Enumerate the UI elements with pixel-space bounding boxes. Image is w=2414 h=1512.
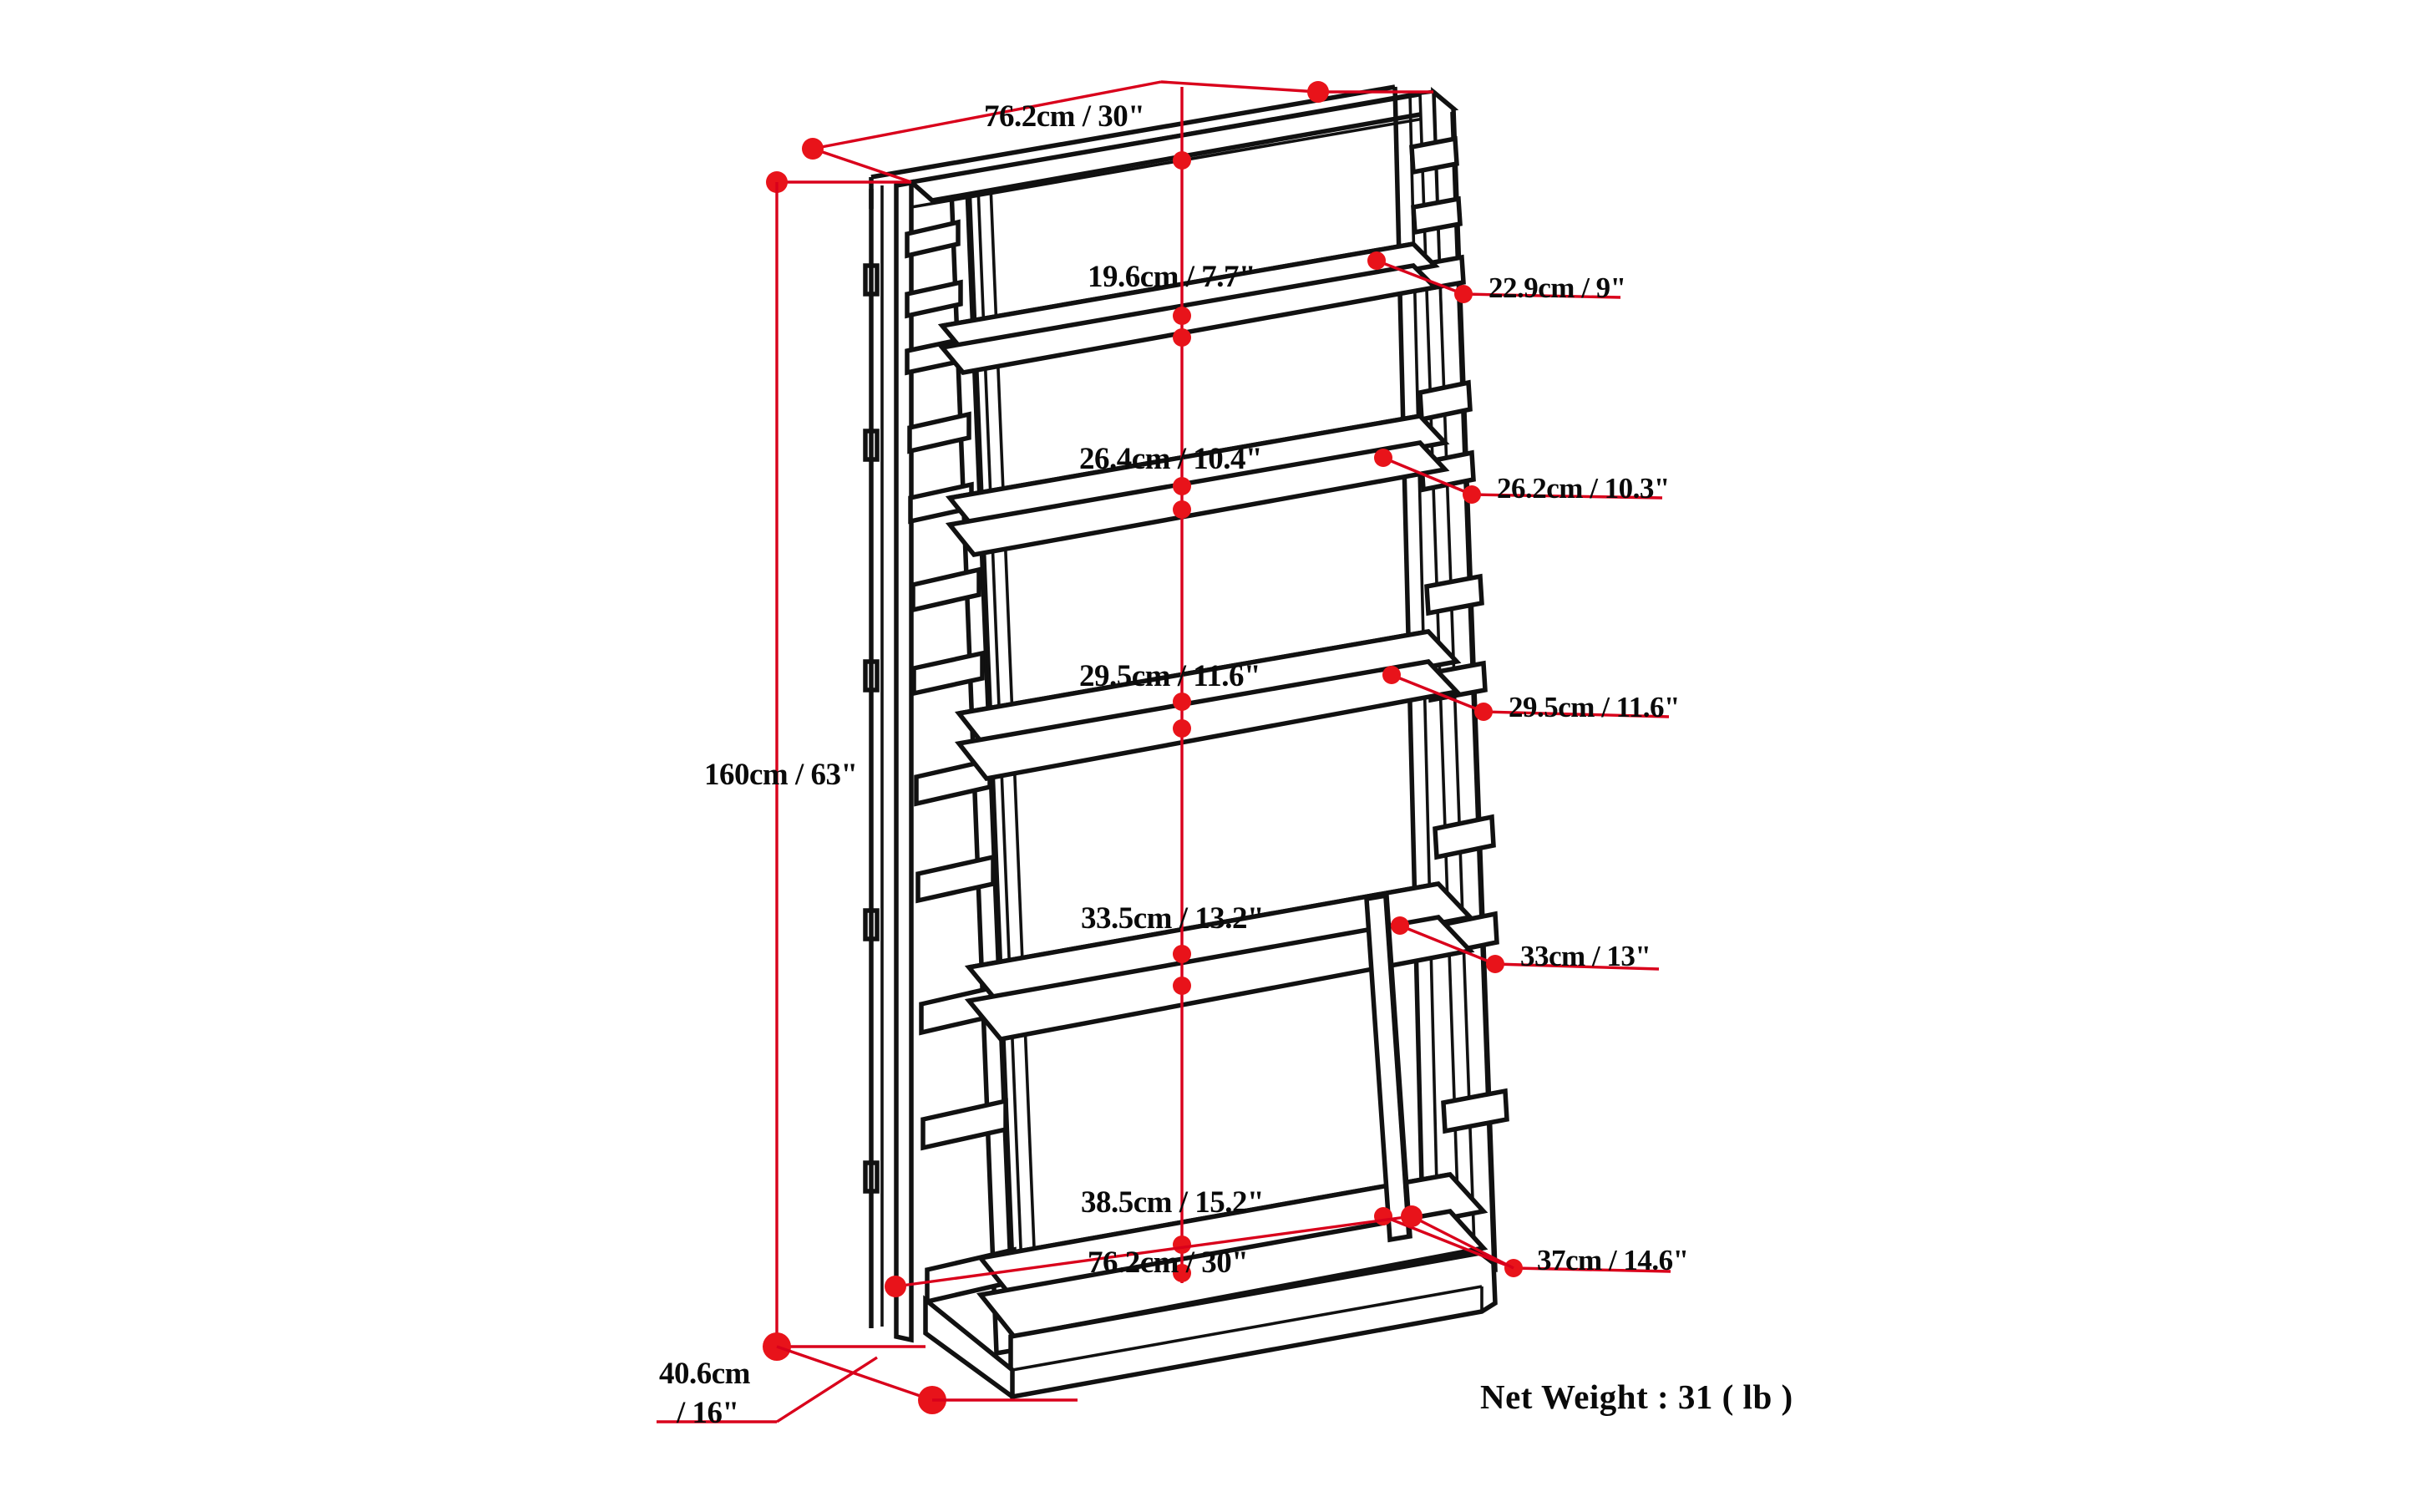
label-net-weight: Net Weight : 31 ( lb )	[1480, 1378, 1793, 1416]
label-shelf-gap-4: 33.5cm / 13.2"	[1081, 901, 1265, 936]
dim-center-spine	[1173, 87, 1191, 1283]
label-shelf-gap-5: 38.5cm / 15.2"	[1081, 1185, 1265, 1220]
dimension-annotations	[657, 80, 1671, 1423]
label-shelf-depth-3: 29.5cm / 11.6"	[1509, 691, 1680, 723]
label-overall-depth-inches: / 16"	[677, 1396, 739, 1430]
shelf-board-3	[954, 629, 1462, 782]
label-overall-width-bottom: 76.2cm / 30"	[1088, 1246, 1249, 1280]
shelf-board-5	[976, 1172, 1488, 1340]
shelf-board-4	[964, 881, 1475, 1043]
label-shelf-depth-1: 22.9cm / 9"	[1488, 271, 1626, 304]
dim-shelf-depth-4	[1391, 916, 1660, 973]
label-shelf-depth-4: 33cm / 13"	[1520, 940, 1651, 972]
dim-shelf-depth-3	[1382, 666, 1670, 721]
dim-overall-depth	[657, 1332, 1078, 1423]
dim-shelf-depth-2	[1374, 449, 1663, 504]
shelf-board-2	[945, 414, 1450, 557]
label-shelf-depth-5: 37cm / 14.6"	[1537, 1244, 1689, 1276]
front-support-post	[1364, 892, 1412, 1243]
label-overall-height: 160cm / 63"	[704, 758, 858, 792]
label-shelf-gap-3: 29.5cm / 11.6"	[1079, 659, 1261, 693]
label-shelf-depth-2: 26.2cm / 10.3"	[1497, 472, 1670, 505]
top-shelf	[870, 84, 1459, 209]
dim-overall-width-bottom	[885, 1205, 1514, 1297]
label-overall-depth: 40.6cm	[659, 1357, 751, 1391]
dim-height-top-extension	[766, 171, 911, 1347]
label-overall-width-top: 76.2cm / 30"	[984, 99, 1145, 134]
label-shelf-gap-1: 19.6cm / 7.7"	[1088, 260, 1256, 294]
dim-shelf-depth-1	[1367, 251, 1621, 303]
label-shelf-gap-2: 26.4cm / 10.4"	[1079, 442, 1263, 476]
dim-overall-width-top	[802, 80, 1433, 184]
